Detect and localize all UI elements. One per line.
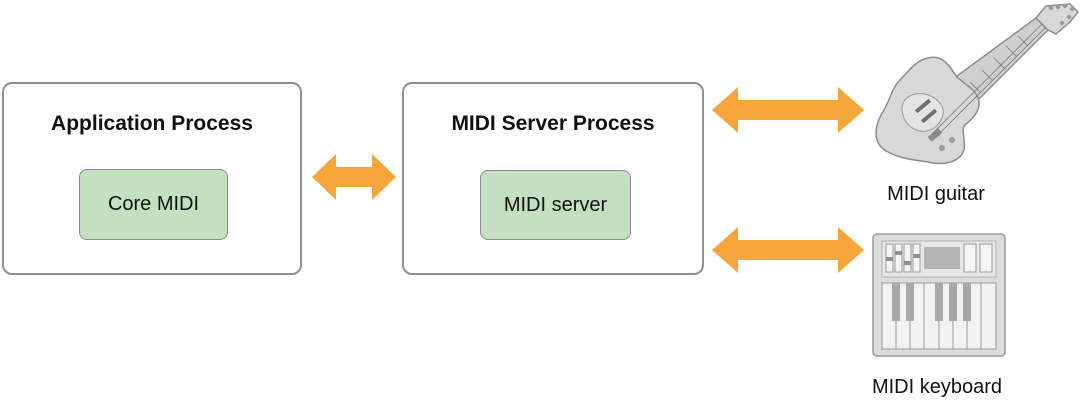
midi-keyboard-label: MIDI keyboard	[871, 376, 1003, 398]
guitar-icon	[875, 3, 1080, 165]
midi-server-box: MIDI server	[480, 170, 631, 240]
double-arrow-icon	[312, 154, 396, 200]
application-process-title: Application Process	[51, 112, 253, 135]
core-midi-box: Core MIDI	[79, 169, 228, 240]
midi-guitar-label: MIDI guitar	[887, 183, 985, 205]
double-arrow-icon	[712, 227, 864, 273]
keyboard-icon	[872, 233, 1006, 357]
application-process-box: Application Process Core MIDI	[2, 82, 302, 275]
midi-server-process-box: MIDI Server Process MIDI server	[402, 82, 704, 275]
midi-server-process-title: MIDI Server Process	[451, 112, 655, 135]
double-arrow-icon	[712, 87, 864, 133]
